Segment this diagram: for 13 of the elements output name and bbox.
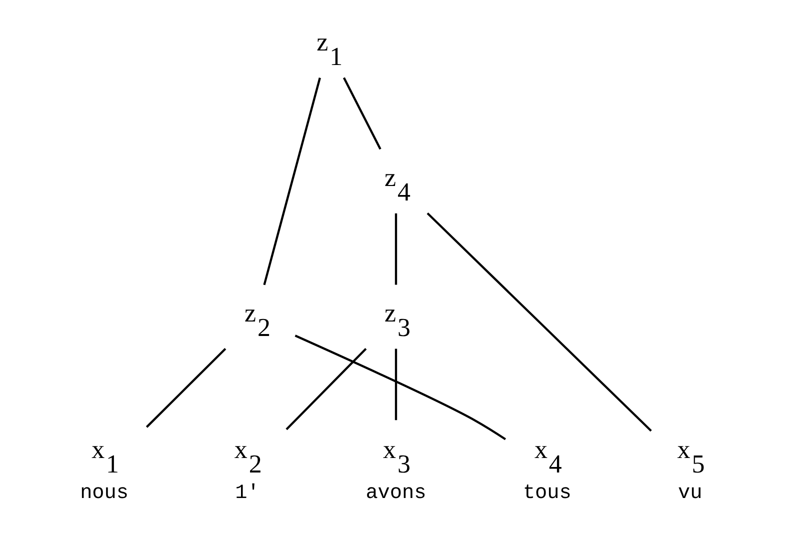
connector [342, 77, 382, 150]
node-label: 1' [235, 482, 260, 506]
connector [394, 213, 398, 285]
node-label: tous [522, 482, 572, 506]
node-label: avons [366, 482, 426, 506]
connector [146, 348, 226, 428]
connector [263, 78, 321, 286]
node-label: vu [678, 482, 702, 506]
connector [426, 212, 652, 432]
connector [394, 348, 398, 420]
connector [286, 348, 367, 430]
connector [294, 334, 506, 440]
node-label: nous [80, 482, 129, 506]
